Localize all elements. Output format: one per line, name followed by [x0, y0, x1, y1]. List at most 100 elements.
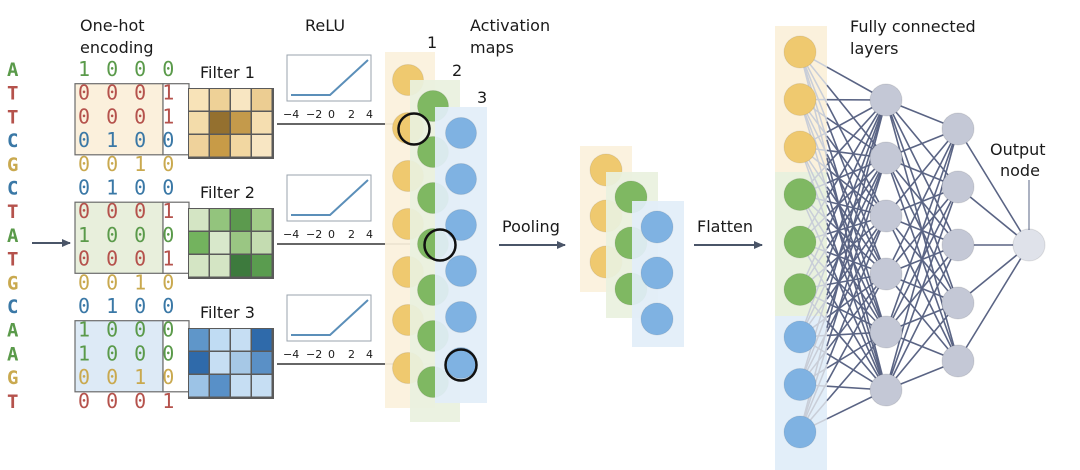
filter-cell — [189, 352, 209, 374]
one-hot-row: 1 0 0 0 — [78, 318, 176, 342]
filter-cell — [252, 209, 272, 231]
fully-connected-title-line2: layers — [850, 39, 898, 58]
one-hot-title-line2: encoding — [80, 38, 153, 57]
activation-node — [445, 209, 477, 241]
flatten-node — [783, 178, 817, 211]
nucleotide-G: G — [7, 154, 18, 176]
filter-cell — [210, 89, 230, 111]
filter-cell — [189, 375, 209, 397]
hidden2-node — [941, 228, 975, 262]
edge — [957, 244, 1030, 362]
nucleotide-T: T — [7, 83, 18, 105]
one-hot-row: 0 0 0 1 — [78, 104, 176, 128]
activation-maps: 123 — [385, 33, 487, 422]
filter-cell — [252, 255, 272, 277]
flatten-node — [783, 320, 817, 354]
filter-cell — [210, 329, 230, 351]
nucleotide-A: A — [7, 59, 19, 81]
edge — [826, 273, 887, 383]
filter-cell — [210, 375, 230, 397]
one-hot-window-2 — [74, 201, 164, 274]
nucleotide-A: A — [7, 225, 19, 247]
filter-cell — [231, 352, 251, 374]
one-hot-row: 0 1 0 0 — [78, 128, 176, 152]
one-hot-window-3 — [74, 320, 164, 393]
filter-cell — [231, 209, 251, 231]
highlight-node-2 — [423, 228, 457, 262]
activation-map-label: 1 — [427, 33, 437, 52]
flatten-node — [783, 415, 817, 449]
nucleotide-T: T — [7, 201, 18, 223]
one-hot-row: 0 0 0 1 — [78, 389, 176, 413]
flatten-node — [783, 83, 817, 116]
filter-cell — [231, 135, 251, 157]
relu-title: ReLU — [305, 16, 345, 35]
fully-connected-title-line1: Fully connected — [850, 17, 976, 36]
output-node-title-line2: node — [1000, 161, 1040, 180]
edge — [826, 99, 887, 198]
relu-tick-label: −2 — [306, 348, 322, 361]
highlight-node-1 — [397, 112, 431, 146]
one-hot-row: 0 1 0 0 — [78, 294, 176, 318]
filter-title-1: Filter 1 — [200, 63, 255, 82]
edge — [957, 128, 1030, 246]
one-hot-windows — [74, 83, 190, 393]
filter-cell — [189, 112, 209, 134]
filter-cell — [189, 255, 209, 277]
hidden1-node — [869, 199, 903, 233]
activation-node — [445, 255, 477, 287]
filter-cell — [231, 89, 251, 111]
nucleotide-A: A — [7, 343, 19, 365]
relu-tick-label: 2 — [348, 108, 355, 121]
activation-node — [445, 163, 477, 195]
filter-cell — [231, 112, 251, 134]
nucleotide-T: T — [7, 106, 18, 128]
one-hot-row: 0 0 1 0 — [78, 270, 176, 294]
edge — [826, 186, 887, 275]
edge — [826, 237, 887, 333]
hidden2-node — [941, 112, 975, 146]
filter-cell — [231, 329, 251, 351]
relu-plot-frame — [286, 294, 372, 342]
relu-tick-label: 2 — [348, 228, 355, 241]
edge — [885, 128, 959, 275]
edge — [826, 103, 887, 217]
one-hot-matrix: 1 0 0 00 0 0 10 0 0 10 1 0 00 0 1 00 1 0… — [78, 57, 176, 413]
relu-tick-label: −2 — [306, 108, 322, 121]
window-padding-3 — [162, 320, 190, 393]
filter-cell — [210, 112, 230, 134]
output-node — [1012, 228, 1046, 262]
edge — [826, 157, 887, 347]
filter-cell — [252, 135, 272, 157]
filter-cell — [210, 255, 230, 277]
relu-tick-label: 4 — [366, 108, 373, 121]
hidden1-node — [869, 141, 903, 175]
one-hot-row: 0 0 0 1 — [78, 199, 176, 223]
filter-cell — [189, 329, 209, 351]
filter-cell — [210, 352, 230, 374]
flatten-node — [783, 273, 817, 306]
relu-tick-label: −4 — [283, 108, 299, 121]
edge — [885, 128, 959, 333]
filter-cell — [189, 89, 209, 111]
filter-cell — [231, 232, 251, 254]
filter-cell — [210, 135, 230, 157]
edge — [885, 302, 959, 391]
one-hot-row: 1 0 0 0 — [78, 341, 176, 365]
filter-cell — [252, 232, 272, 254]
filter-cell — [210, 209, 230, 231]
filter-cell — [189, 209, 209, 231]
hidden2-node — [941, 344, 975, 378]
edge — [826, 288, 887, 391]
hidden1-node — [869, 257, 903, 291]
flatten-node — [783, 225, 817, 259]
filter-cell — [252, 112, 272, 134]
nucleotide-A: A — [7, 320, 19, 342]
relu-tick-label: 2 — [348, 348, 355, 361]
edge — [885, 128, 959, 391]
activation-map-label: 3 — [477, 88, 487, 107]
